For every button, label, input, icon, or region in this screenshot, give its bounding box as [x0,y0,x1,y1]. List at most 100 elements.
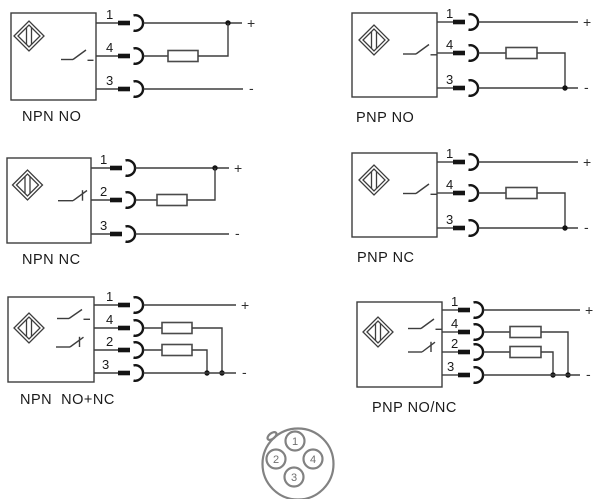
wire-number: 2 [106,334,113,349]
plug-connector-icon [453,13,480,31]
terminal-minus: - [249,80,254,96]
terminal-plus: + [247,15,255,31]
plug-connector-icon [110,159,137,177]
terminal-minus: - [586,366,591,382]
plug-connector-icon [118,319,145,337]
wire-number: 1 [446,146,453,161]
diagram-label: PNP NO [356,110,414,126]
wire-4-to-minus [537,52,566,88]
diagram-pnp-no: 1 + 4 3 - PNP NO [300,0,600,132]
pin-number: 2 [273,454,279,466]
terminal-plus: + [583,14,591,30]
plug-connector-icon [118,364,145,382]
wire-number: 4 [106,312,113,327]
wire-number: 4 [451,316,458,331]
wire-number: 3 [102,357,109,372]
wire-number: 1 [106,7,113,22]
wire-number: 2 [451,336,458,351]
wire-number: 4 [446,37,453,52]
diagram-label: PNP NO/NC [372,400,457,416]
load-resistor [505,186,538,200]
plug-connector-icon [453,219,480,237]
diagram-label: NPN NO+NC [20,392,115,408]
diagram-label: PNP NC [357,250,415,266]
diagram-pnp-nc: 1 + 4 3 - PNP NC [300,140,600,272]
terminal-plus: + [583,154,591,170]
junction-dot [562,85,568,91]
terminal-minus: - [584,219,589,235]
sensor-box [351,12,438,98]
load-resistor [156,193,188,207]
sensor-box [6,157,92,244]
connector-body [261,427,335,499]
plug-connector-icon [118,47,145,65]
terminal-plus: + [234,160,242,176]
no-contact-icon [403,43,437,56]
wire-2-to-minus [541,351,554,375]
nc-contact-icon [56,336,84,348]
plug-connector-icon [458,301,485,319]
wire-number: 3 [446,212,453,227]
pin-circle [284,430,306,452]
terminal-minus: - [235,225,240,241]
wire-number: 4 [446,177,453,192]
pin-circle [265,448,287,470]
load-resistor [509,325,542,339]
wire-4-to-minus [541,331,569,375]
plug-connector-icon [118,14,145,32]
proximity-sensor-icon [13,312,45,344]
plug-connector-icon [458,323,485,341]
proximity-sensor-icon [11,169,44,201]
wire-number: 1 [446,6,453,21]
terminal-plus: + [585,302,593,318]
wire-4-to-minus [537,192,566,228]
sensor-box [356,301,443,388]
proximity-sensor-icon [13,20,45,52]
plug-connector-icon [110,225,137,243]
connector-pinout: 1 2 3 4 [238,418,358,499]
plug-connector-icon [453,184,480,202]
pin-circle [302,448,324,470]
load-resistor [161,343,193,357]
wire-number: 3 [446,72,453,87]
plug-connector-icon [110,191,137,209]
proximity-sensor-icon [362,316,394,348]
wire-number: 3 [100,218,107,233]
terminal-minus: - [242,364,247,380]
diagram-label: NPN NO [22,109,81,125]
plug-connector-icon [453,153,480,171]
wire-number: 3 [447,359,454,374]
diagram-pnp-no-nc: 1 + 4 2 3 - [300,270,600,416]
pin-number: 1 [292,436,298,448]
no-contact-icon [57,308,90,321]
diagram-npn-no-nc: 1 + 4 2 3 - [0,270,300,416]
keyway-notch [266,431,278,441]
wire-number: 1 [106,289,113,304]
plug-connector-icon [453,79,480,97]
proximity-sensor-icon [358,164,390,196]
wire-number: 1 [451,294,458,309]
nc-contact-icon [408,341,436,353]
plug-connector-icon [453,44,480,62]
plug-connector-icon [458,343,485,361]
nc-contact-icon [58,189,88,202]
no-contact-icon [403,183,437,196]
diagram-npn-nc: 1 + 2 3 - NPN NC [0,140,300,272]
wire-number: 4 [106,40,113,55]
wire-number: 3 [106,73,113,88]
plug-connector-icon [458,366,485,384]
pin-number: 3 [291,472,297,484]
diagram-label: NPN NC [22,252,81,268]
plug-connector-icon [118,341,145,359]
plug-connector-icon [118,296,145,314]
sensor-box [351,152,438,238]
load-resistor [167,49,199,63]
wire-4-to-plus [198,23,229,57]
terminal-plus: + [241,297,249,313]
junction-dot [562,225,568,231]
wire-number: 2 [100,184,107,199]
sensor-box [7,296,95,383]
terminal-minus: - [584,79,589,95]
wire-2-to-plus [187,168,216,201]
